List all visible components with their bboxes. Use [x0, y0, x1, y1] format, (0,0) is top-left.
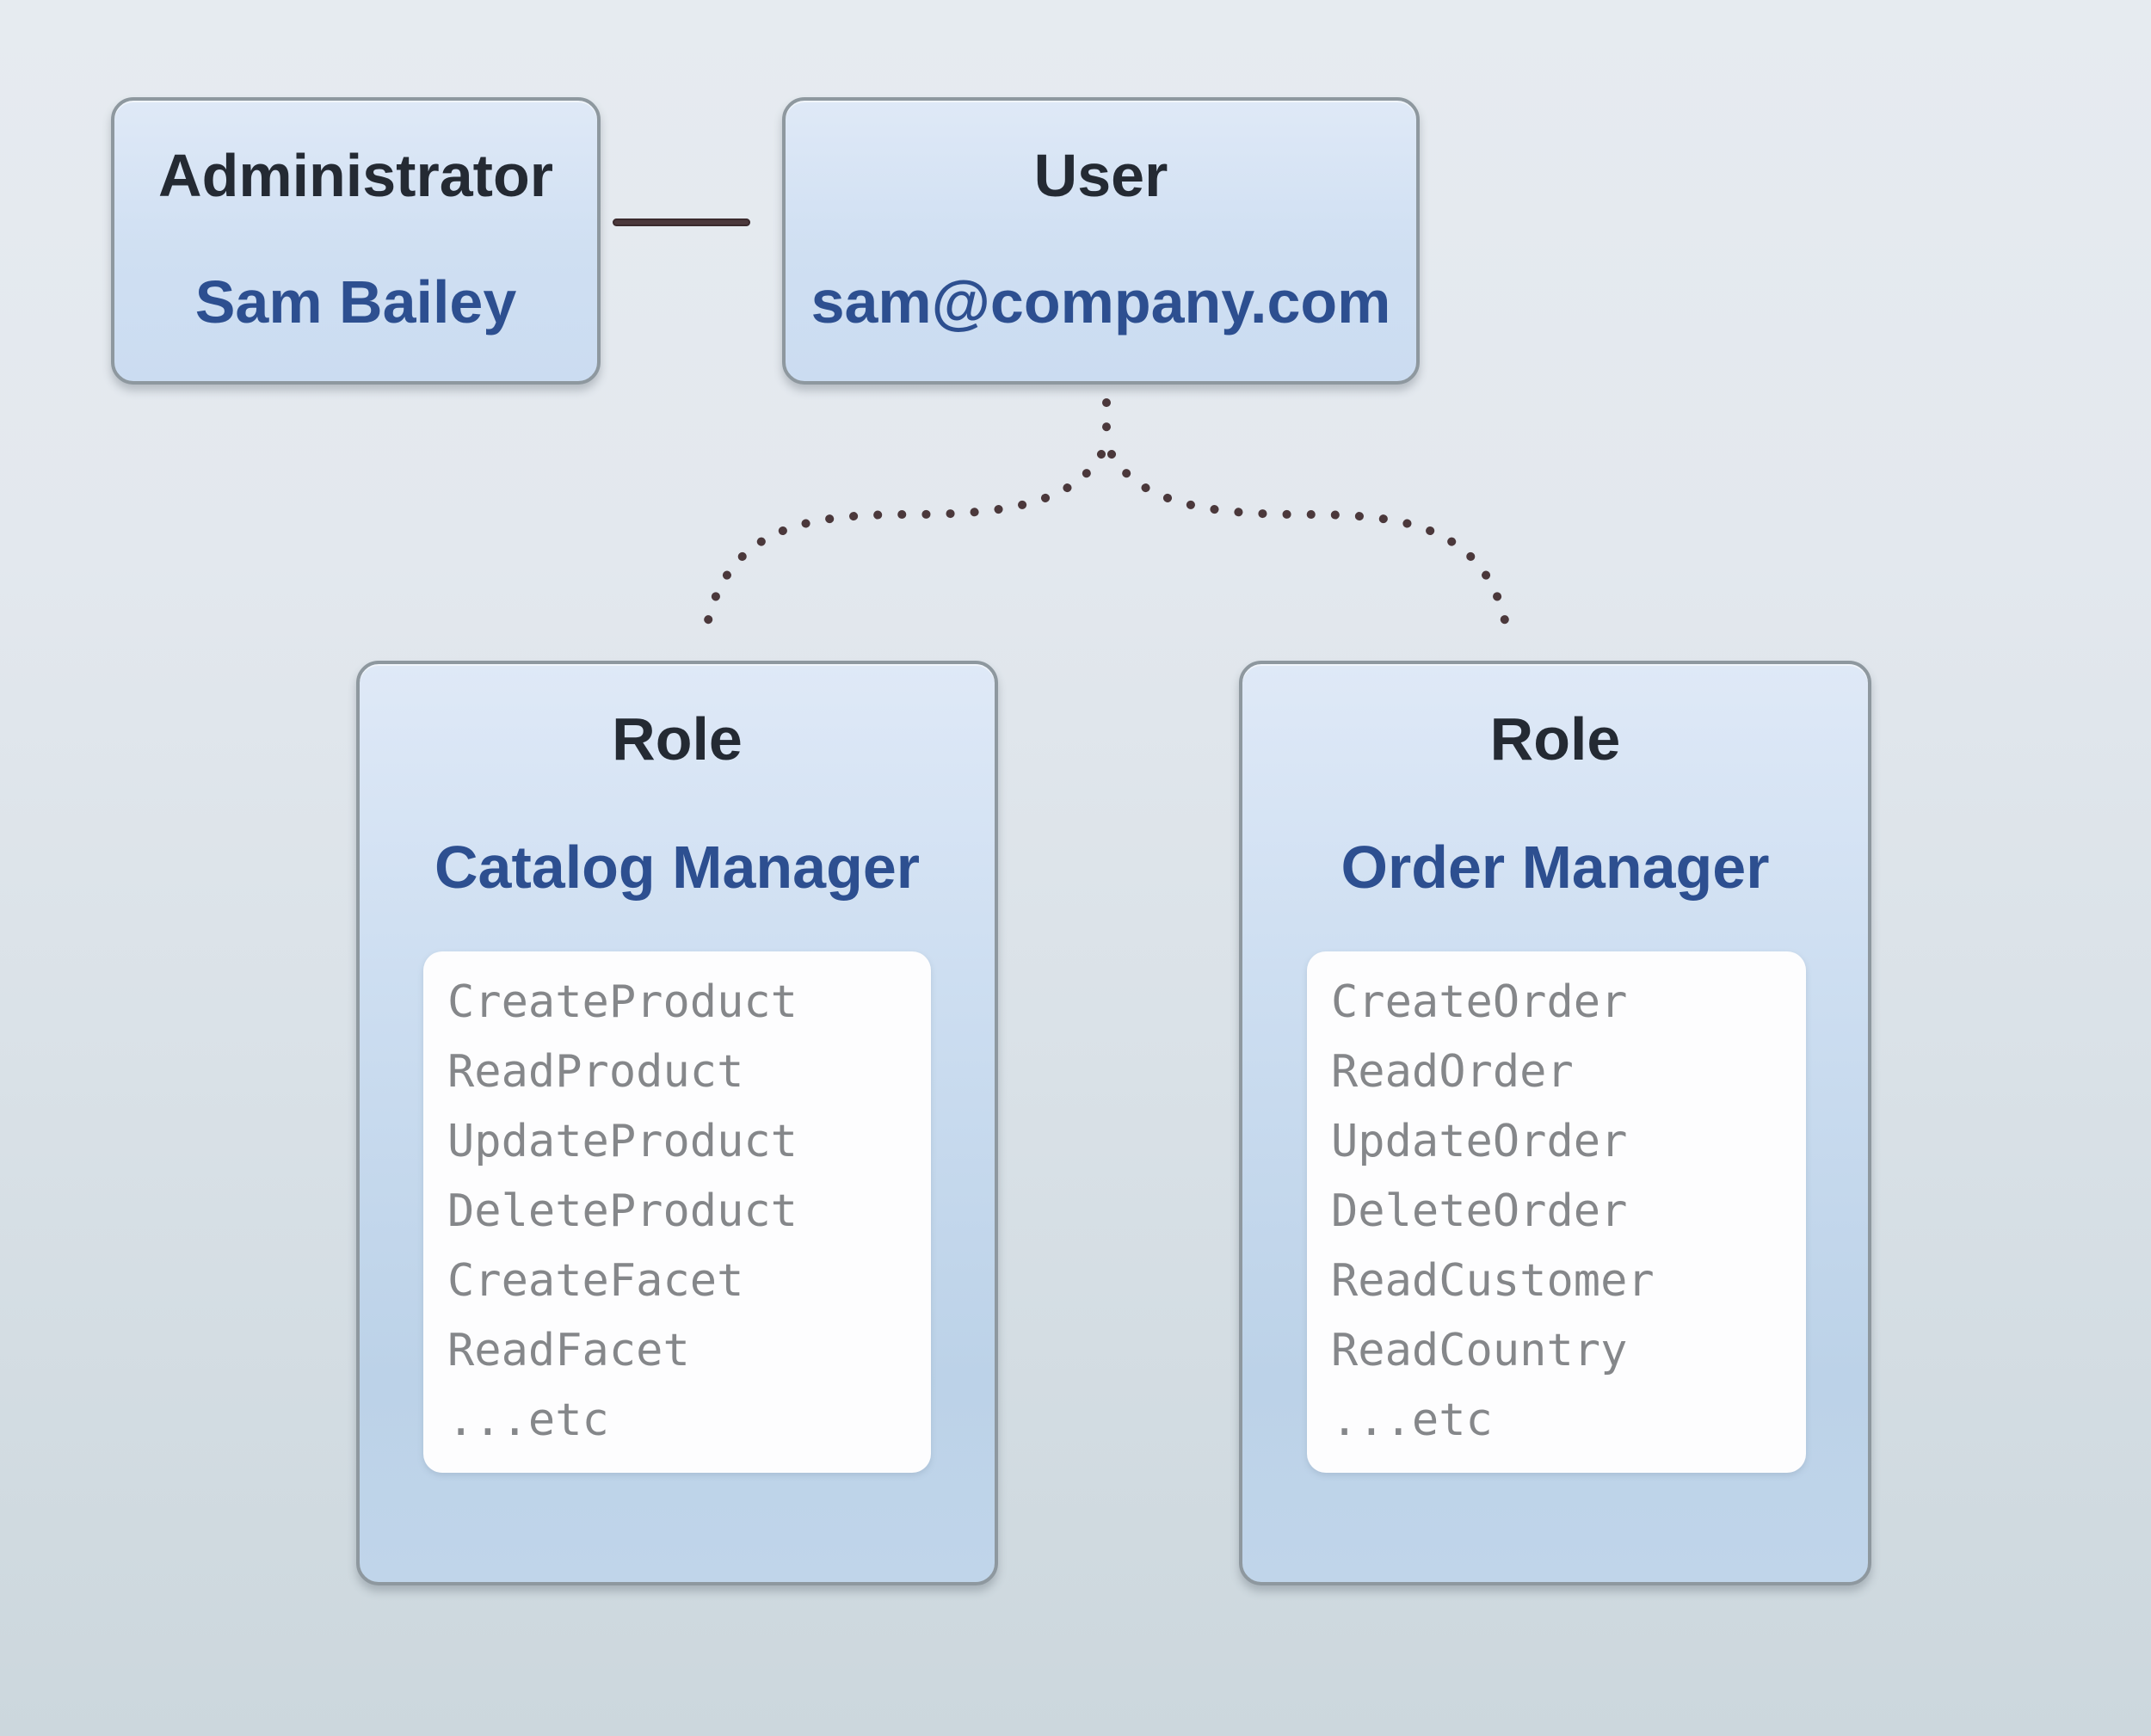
order-permissions-panel: CreateOrder ReadOrder UpdateOrder Delete… — [1307, 951, 1806, 1473]
permission-item: UpdateProduct — [447, 1116, 798, 1167]
administrator-node-title: Administrator — [158, 142, 553, 209]
permission-item: DeleteProduct — [447, 1185, 798, 1237]
permission-item: CreateFacet — [447, 1255, 744, 1307]
role-name-catalog-manager: Catalog Manager — [435, 834, 920, 901]
administrator-name: Sam Bailey — [194, 268, 517, 336]
role-node-title: Role — [612, 705, 743, 773]
permission-item: ReadCustomer — [1331, 1255, 1655, 1307]
role-node-order-manager: Role Order Manager CreateOrder ReadOrder… — [1239, 661, 1871, 1585]
permission-item: ReadCountry — [1331, 1325, 1628, 1376]
role-node-title: Role — [1489, 705, 1621, 773]
administrator-node: Administrator Sam Bailey — [111, 97, 601, 385]
permission-item: ...etc — [447, 1394, 609, 1446]
role-node-catalog-manager: Role Catalog Manager CreateProduct ReadP… — [356, 661, 998, 1585]
permission-item: CreateProduct — [447, 976, 798, 1028]
user-email: sam@company.com — [810, 268, 1391, 336]
permission-item: ReadFacet — [447, 1325, 690, 1376]
permission-item: CreateOrder — [1331, 976, 1628, 1028]
role-name-order-manager: Order Manager — [1341, 834, 1770, 901]
permission-item: ReadOrder — [1331, 1046, 1574, 1098]
permission-item: DeleteOrder — [1331, 1185, 1628, 1237]
user-to-catalog-role-connector — [702, 450, 1106, 632]
permission-item: ...etc — [1331, 1394, 1493, 1446]
user-node: User sam@company.com — [782, 97, 1420, 385]
catalog-permissions-panel: CreateProduct ReadProduct UpdateProduct … — [423, 951, 931, 1473]
user-node-title: User — [1033, 142, 1168, 209]
permission-item: ReadProduct — [447, 1046, 744, 1098]
permission-item: UpdateOrder — [1331, 1116, 1628, 1167]
admin-user-link-line — [613, 219, 750, 226]
user-to-order-role-connector — [1107, 450, 1511, 632]
